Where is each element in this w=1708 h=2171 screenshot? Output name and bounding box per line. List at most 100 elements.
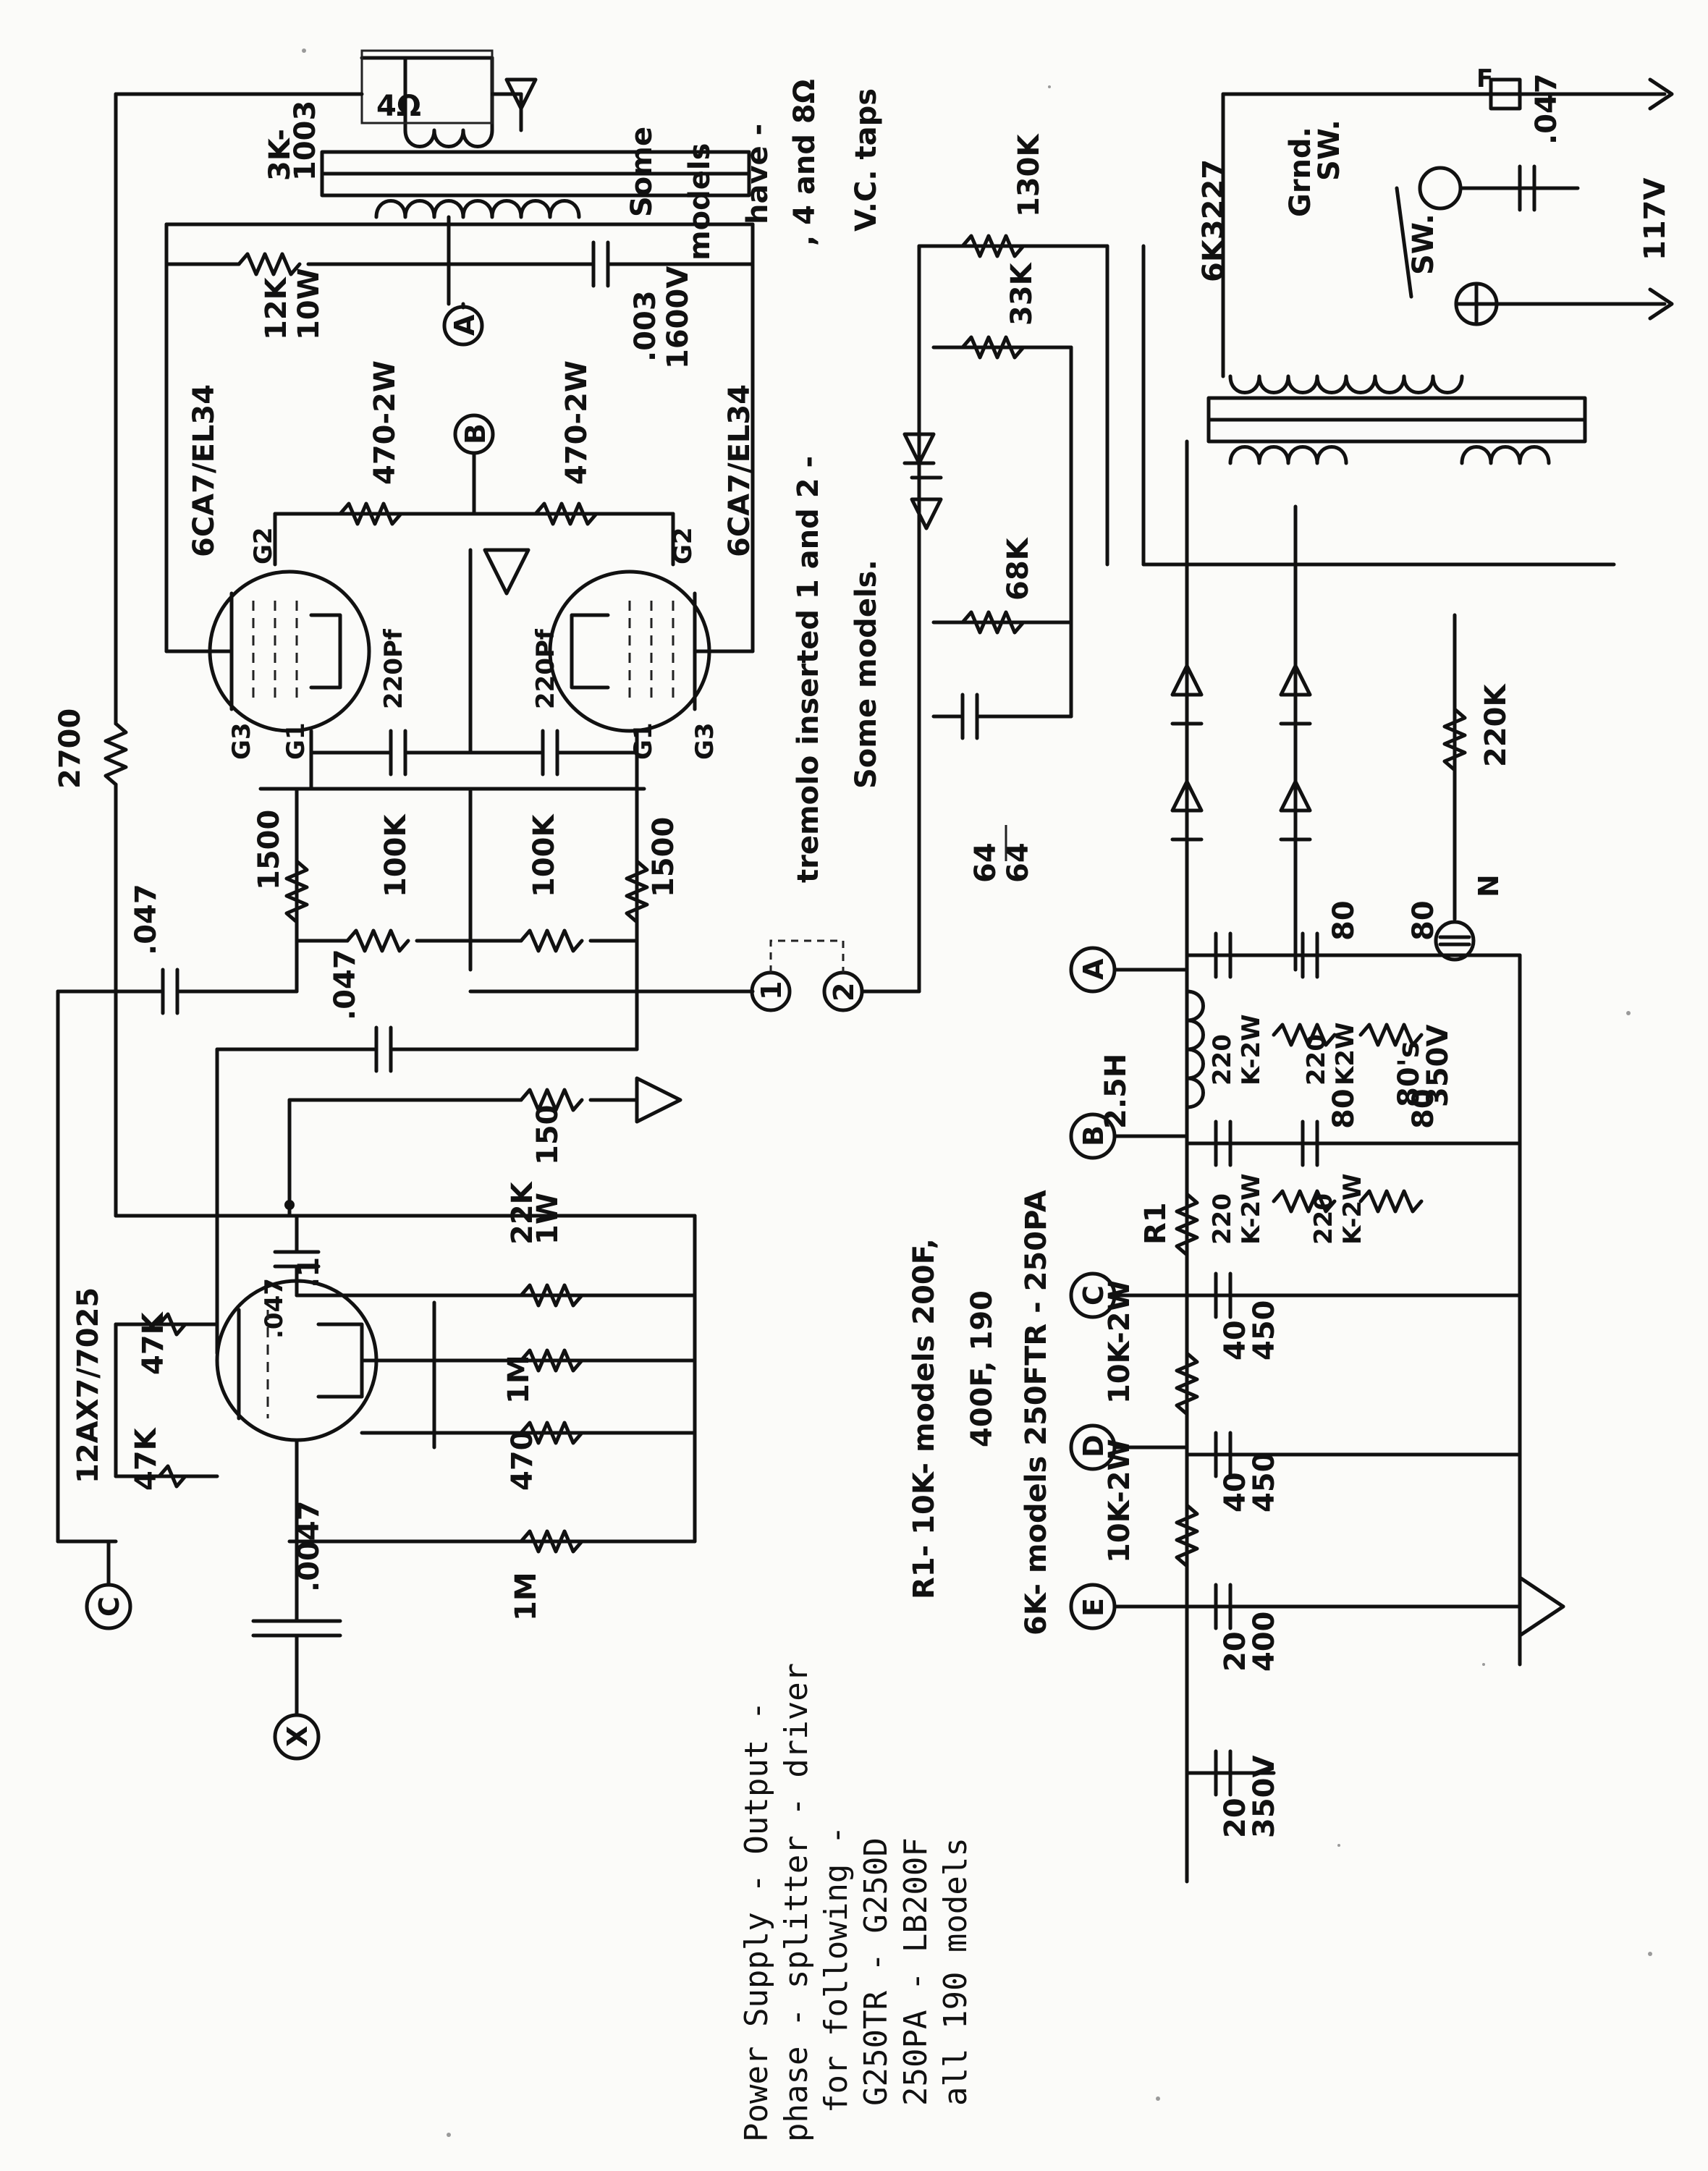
node-a-ps: A — [1069, 946, 1117, 994]
r-1500-top: 1500 — [253, 810, 286, 890]
svg-text:2: 2 — [828, 983, 860, 1002]
g3-top: G3 — [227, 722, 256, 760]
power-tube-2 — [548, 374, 755, 733]
cap-220pf-a: 220Pf — [379, 628, 408, 709]
r-33k: 33K — [1005, 261, 1039, 326]
tube-bottom-label: 6CA7/EL34 — [723, 384, 756, 557]
svg-text:E: E — [1078, 1598, 1109, 1617]
cap-003-label: .003 — [629, 290, 662, 362]
jack-1-node: 1 — [750, 970, 792, 1012]
cap-20-b: 20 — [1219, 1798, 1252, 1838]
r-1m-b: 1M — [510, 1572, 543, 1621]
power-tube-1 — [164, 374, 371, 733]
r-220-2b: K2W — [1331, 1022, 1360, 1086]
caps-80-note: 80's — [1392, 1041, 1426, 1107]
ground-switch-label: Grnd. — [1284, 127, 1317, 217]
note-some-1: Some — [625, 127, 659, 217]
r-100k-bottom: 100K — [528, 813, 561, 897]
node-d-ps: D — [1069, 1423, 1117, 1471]
r-220-3: 220 — [1208, 1193, 1237, 1245]
cap-80-4: 80 — [1407, 1088, 1440, 1129]
node-c-left: C — [85, 1583, 132, 1630]
output-transformer — [320, 49, 751, 219]
cap-220pf-b: 220Pf — [531, 628, 560, 709]
r-470-top: 470-2W — [368, 360, 402, 485]
note-taps-1: , 4 and 8Ω — [788, 79, 821, 246]
r-220k: 220K — [1479, 683, 1513, 767]
r-470-bottom: 470-2W — [560, 360, 593, 485]
g2-top: G2 — [249, 527, 278, 564]
r-47k-b: 47K — [130, 1426, 163, 1491]
svg-text:B: B — [460, 423, 491, 444]
cap-20-a: 20 — [1219, 1631, 1252, 1672]
diode-cap-bottom: 64 — [1002, 842, 1035, 883]
out-xfmr-part: 1003 — [289, 101, 322, 181]
caps-80-volt: 350V — [1421, 1025, 1455, 1107]
caption-line-6: all 190 models — [937, 1837, 974, 2106]
r-2700-label: 2700 — [54, 708, 87, 789]
cap-003-volt: 1600V — [661, 266, 695, 369]
r-1500-bottom: 1500 — [647, 817, 680, 897]
r-100k-top: 100K — [379, 813, 413, 897]
r-130k: 130K — [1012, 133, 1046, 217]
r-10k-a: 10K-2W — [1103, 1279, 1136, 1404]
cap-047-line: .047 — [1530, 73, 1563, 145]
r-68k: 68K — [1002, 536, 1035, 601]
r-10k-b: 10K-2W — [1103, 1439, 1136, 1563]
g1-top: G1 — [282, 722, 310, 760]
caption-line-4: G250TR - G250D — [858, 1837, 895, 2106]
caption-line-1: Power Supply - Output - — [738, 1701, 775, 2142]
cap-20-b-v: 350V — [1248, 1756, 1281, 1838]
r-220-4: 220 — [1309, 1193, 1338, 1245]
cap-40-a: 40 — [1219, 1320, 1252, 1360]
svg-text:A: A — [1078, 958, 1109, 980]
g3-bottom: G3 — [690, 722, 719, 760]
svg-text:1: 1 — [756, 981, 787, 1000]
cap-80-3: 80 — [1327, 1088, 1361, 1129]
r-1m-a: 1M — [502, 1355, 536, 1404]
g2-bottom: G2 — [669, 527, 698, 564]
note-some-3: have - — [741, 124, 774, 224]
power-xfmr-label: 6K3227 — [1197, 159, 1230, 282]
diode-stack — [1170, 664, 1312, 842]
svg-text:X: X — [282, 1726, 313, 1747]
driver-tube-label: 12AX7/7025 — [72, 1287, 105, 1484]
filter-cap-bank — [1175, 931, 1565, 1797]
node-n — [1434, 920, 1476, 962]
svg-text:A: A — [449, 314, 481, 336]
cap-047-a: .047 — [130, 884, 163, 955]
r-220-4b: K-2W — [1338, 1173, 1367, 1245]
svg-text:C: C — [1078, 1285, 1109, 1305]
note-r1-1: R1- 10K- models 200F, — [908, 1238, 941, 1599]
r-22k-w: 1W — [531, 1193, 565, 1245]
cap-047-b: .047 — [329, 949, 362, 1020]
cap-40-a-v: 450 — [1248, 1300, 1281, 1361]
fuse-label: F — [1476, 64, 1493, 93]
ground-symbol-tubes — [483, 548, 530, 596]
scan-noise — [302, 48, 1652, 2137]
r-12k-label: 12K — [260, 276, 293, 340]
r-12k-watt: 10W — [292, 268, 326, 340]
cap-80-2: 80 — [1407, 900, 1440, 941]
node-e-ps: E — [1069, 1583, 1117, 1630]
caption-line-3: for following - — [818, 1826, 855, 2113]
speaker-label: 4Ω — [376, 90, 421, 123]
note-r1-2: 400F, 190 — [965, 1290, 999, 1447]
out-xfmr-imp: 3K- — [263, 129, 297, 181]
node-b-top: B — [453, 413, 495, 455]
node-a-top: A — [442, 305, 484, 347]
note-tremolo-2: Some models. — [850, 559, 883, 789]
r-220-1: 220 — [1208, 1034, 1237, 1086]
cap-40-b-v: 450 — [1248, 1452, 1281, 1513]
cap-0047: .0047 — [292, 1500, 326, 1592]
note-taps-2: V.C. taps — [850, 88, 883, 232]
r-150-label: 150 — [531, 1105, 565, 1166]
svg-text:B: B — [1078, 1125, 1109, 1146]
tube-top-label: 6CA7/EL34 — [187, 384, 221, 557]
caption-line-5: 250PA - LB200F — [897, 1837, 934, 2106]
ground-switch-label-2: SW. — [1313, 119, 1346, 181]
caption-line-2: phase - splitter - driver — [778, 1663, 815, 2142]
driver-tube — [215, 1279, 379, 1442]
node-b-ps: B — [1069, 1112, 1117, 1160]
